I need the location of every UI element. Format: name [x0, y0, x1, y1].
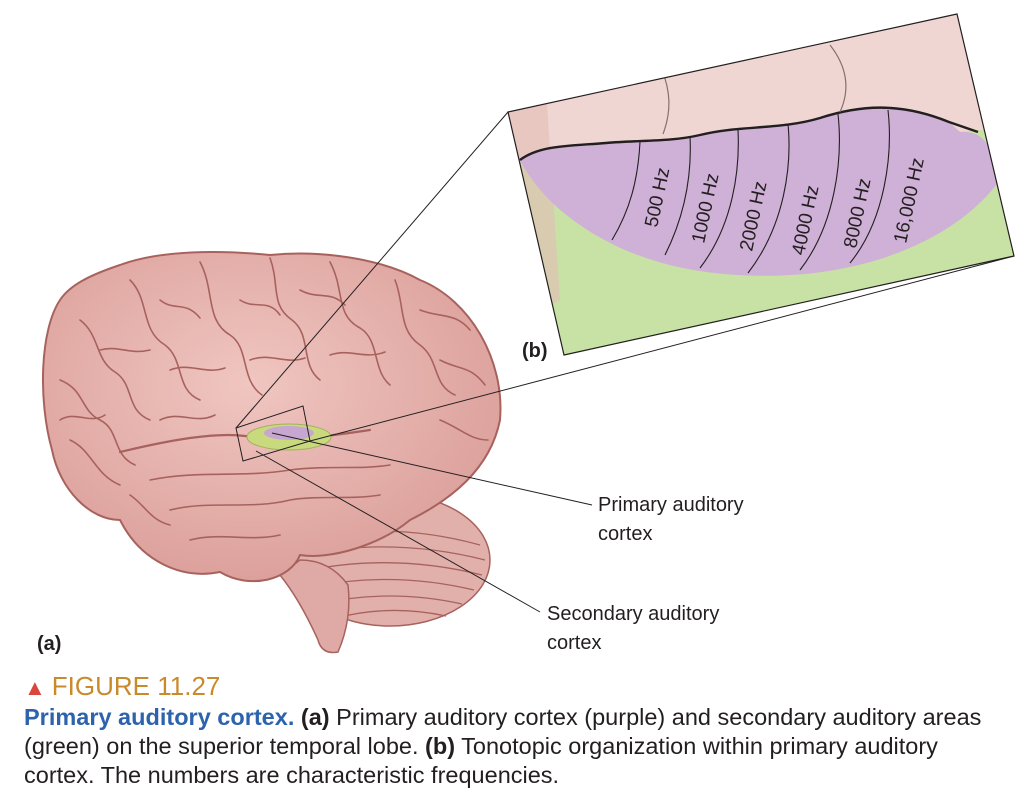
caption-b-text: Tonotopic organization within primary au… [24, 733, 938, 788]
primary-auditory-area [264, 426, 314, 440]
caption-b-label: (b) [425, 733, 456, 759]
figure-number: FIGURE 11.27 [51, 671, 221, 701]
caption-a-label: (a) [300, 704, 330, 730]
inset-border [507, 13, 1015, 356]
brainstem [278, 559, 350, 654]
figure-caption: Primary auditory cortex. (a) Primary aud… [24, 703, 1009, 790]
primary-callout-line1: Primary auditory [598, 494, 744, 516]
caption-title: Primary auditory cortex. [24, 704, 295, 730]
triangle-marker-icon: ▲ [24, 675, 46, 700]
zoom-lines [235, 111, 1015, 442]
panel-a-label: (a) [37, 633, 61, 655]
tonotopic-inset: 500 Hz 1000 Hz 2000 Hz 4000 Hz 8000 Hz 1… [507, 13, 1015, 356]
figure-heading: ▲FIGURE 11.27 [24, 671, 220, 702]
isofrequency-lines [611, 109, 890, 274]
secondary-callout-line2: cortex [547, 632, 601, 654]
figure-illustration: 500 Hz 1000 Hz 2000 Hz 4000 Hz 8000 Hz 1… [37, 13, 1015, 655]
caption-a-text: Primary auditory cortex (purple) and sec… [24, 704, 982, 759]
secondary-callout-line1: Secondary auditory [547, 603, 719, 625]
panel-b-label: (b) [522, 340, 548, 362]
brain-drawing [42, 251, 502, 654]
callout-leaders [255, 432, 593, 613]
primary-callout-line2: cortex [598, 523, 652, 545]
